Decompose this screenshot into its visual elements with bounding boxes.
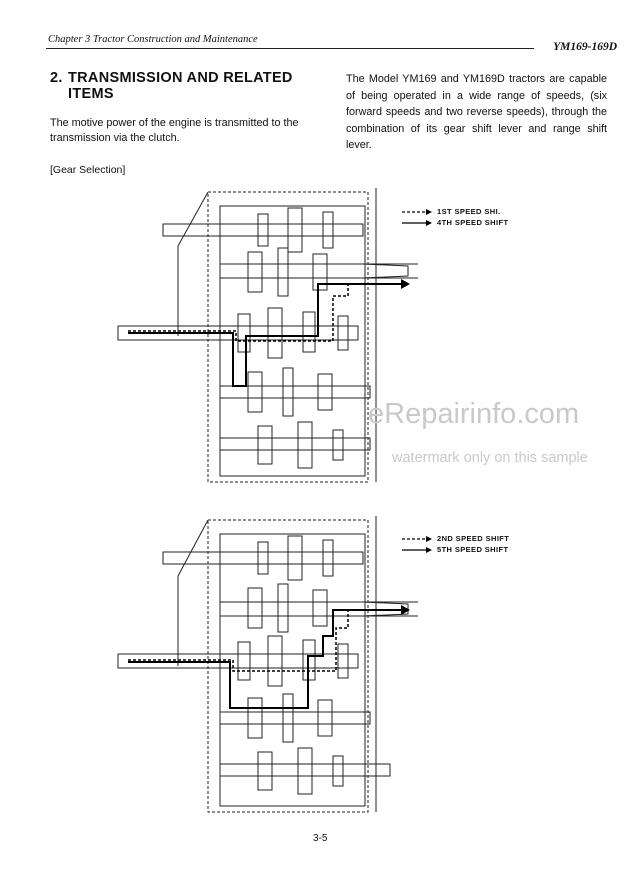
transmission-diagram-1 bbox=[117, 188, 418, 483]
section-title-line2: ITEMS bbox=[68, 86, 114, 102]
legend-diagram-1: 1ST SPEED SHI. 4TH SPEED SHIFT bbox=[402, 206, 508, 228]
gear-selection-subheading: [Gear Selection] bbox=[50, 164, 126, 176]
dashed-arrow-icon bbox=[402, 208, 432, 215]
solid-arrow-icon bbox=[402, 219, 432, 226]
dashed-arrow-icon bbox=[402, 535, 432, 542]
page-number: 3-5 bbox=[313, 833, 328, 844]
section-title-line1: TRANSMISSION AND RELATED bbox=[68, 70, 293, 86]
section-number: 2. bbox=[50, 70, 63, 86]
legend-label: 4TH SPEED SHIFT bbox=[437, 218, 509, 227]
watermark-note: watermark only on this sample bbox=[392, 450, 588, 466]
intro-paragraph: The motive power of the engine is transm… bbox=[50, 117, 299, 144]
legend-label: 5TH SPEED SHIFT bbox=[437, 545, 509, 554]
legend-diagram-2: 2ND SPEED SHIFT 5TH SPEED SHIFT bbox=[402, 533, 509, 555]
watermark-site: eRepairinfo.com bbox=[368, 398, 580, 430]
legend-label: 1ST SPEED SHI. bbox=[437, 207, 501, 216]
transmission-diagram-2 bbox=[117, 516, 418, 813]
page-header-model: YM169-169D bbox=[553, 41, 617, 53]
page-header-chapter: Chapter 3 Tractor Construction and Maint… bbox=[48, 34, 258, 45]
solid-arrow-icon bbox=[402, 546, 432, 553]
right-paragraph: The Model YM169 and YM169D tractors are … bbox=[346, 73, 607, 151]
header-rule bbox=[46, 48, 534, 49]
legend-label: 2ND SPEED SHIFT bbox=[437, 534, 510, 543]
section-title: 2. TRANSMISSION AND RELATED ITEMS bbox=[50, 70, 320, 102]
